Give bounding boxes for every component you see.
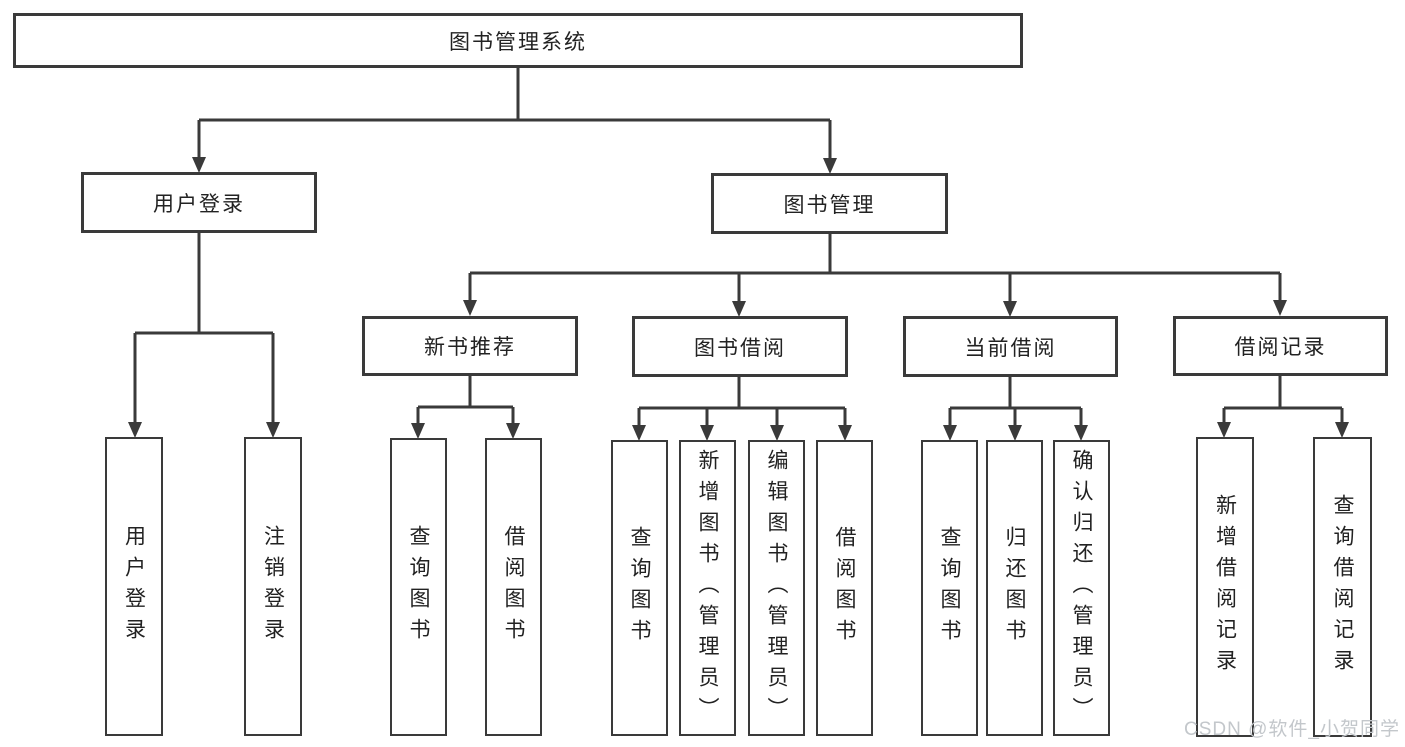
- leaf-add-book-admin: 新增图书（管理员）: [679, 440, 736, 736]
- leaf-logout: 注销登录: [244, 437, 302, 736]
- node-book-management: 图书管理: [711, 173, 948, 234]
- leaf-edit-book-admin: 编辑图书（管理员）: [748, 440, 805, 736]
- leaf-query-books-current: 查询图书: [921, 440, 978, 736]
- node-current-borrow: 当前借阅: [903, 316, 1118, 377]
- node-root: 图书管理系统: [13, 13, 1023, 68]
- leaf-borrow-books: 借阅图书: [816, 440, 873, 736]
- node-book-borrow: 图书借阅: [632, 316, 848, 377]
- leaf-query-books-borrow: 查询图书: [611, 440, 668, 736]
- leaf-user-login: 用户登录: [105, 437, 163, 736]
- leaf-confirm-return-admin: 确认归还（管理员）: [1053, 440, 1110, 736]
- leaf-query-borrow-record: 查询借阅记录: [1313, 437, 1372, 737]
- node-user-login: 用户登录: [81, 172, 317, 233]
- csdn-watermark: CSDN @软件_小贺同学: [1184, 719, 1400, 740]
- leaf-return-books: 归还图书: [986, 440, 1043, 736]
- leaf-query-books-recommend: 查询图书: [390, 438, 447, 736]
- leaf-borrow-books-recommend: 借阅图书: [485, 438, 542, 736]
- node-borrow-records: 借阅记录: [1173, 316, 1388, 376]
- leaf-add-borrow-record: 新增借阅记录: [1196, 437, 1254, 737]
- node-new-book-recommend: 新书推荐: [362, 316, 578, 376]
